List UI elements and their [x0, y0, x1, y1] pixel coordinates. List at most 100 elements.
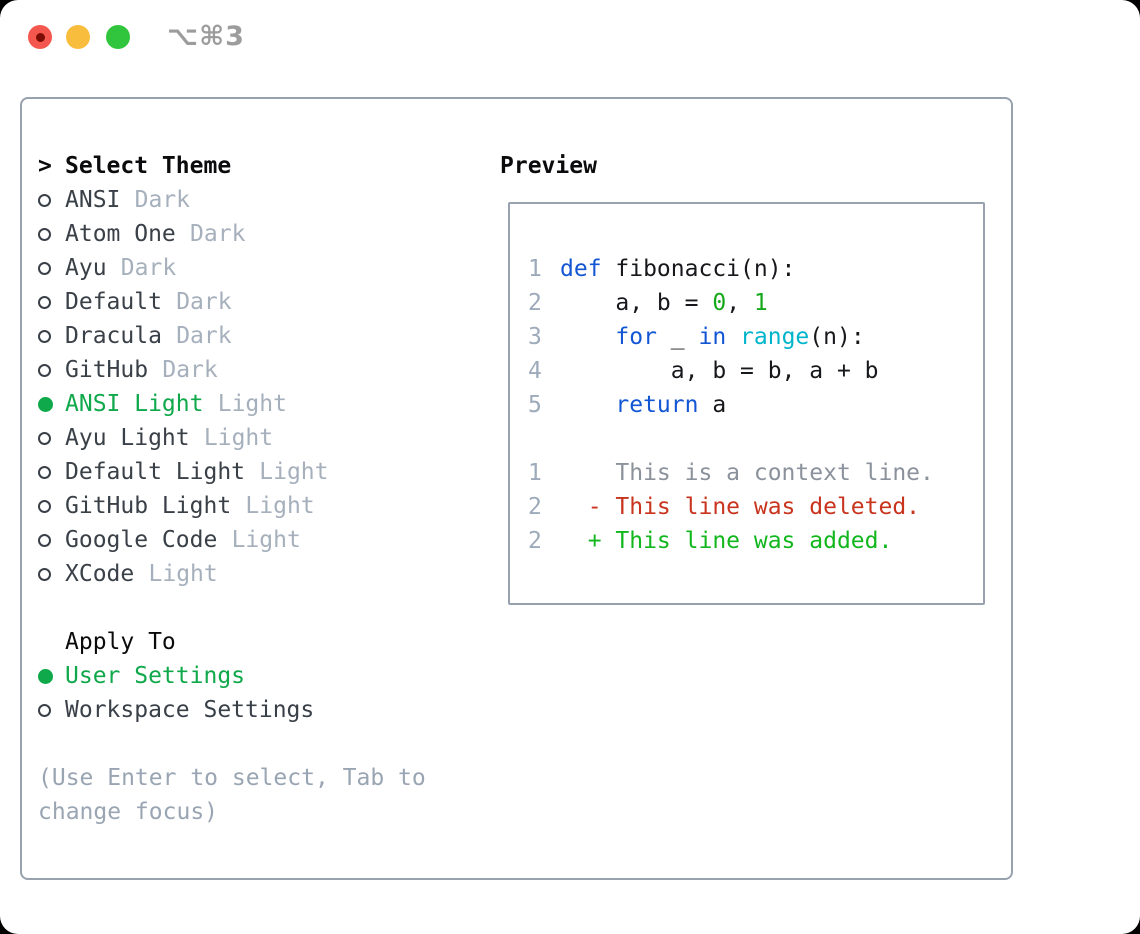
apply-to-title: Apply To	[65, 629, 176, 655]
theme-name: Atom One	[65, 221, 176, 247]
theme-option[interactable]: Google Code Light	[38, 523, 426, 557]
code-segment: a, b =	[560, 290, 713, 316]
theme-name: XCode	[65, 561, 135, 587]
theme-option[interactable]: Dracula Dark	[38, 319, 426, 353]
code-segment: in	[698, 324, 727, 350]
code-segment: _	[656, 324, 699, 350]
code-line: 1 This is a context line.	[528, 456, 983, 490]
code-segment: range	[740, 324, 810, 350]
line-number: 5	[528, 392, 542, 418]
hint-text: change focus)	[38, 799, 219, 825]
radio-icon	[38, 431, 65, 445]
line-number: 1	[528, 256, 542, 282]
apply-to-option[interactable]: User Settings	[38, 659, 426, 693]
theme-variant-tag: Dark	[134, 187, 191, 213]
theme-option[interactable]: GitHub Light Light	[38, 489, 426, 523]
list-title: Select Theme	[65, 153, 232, 179]
apply-to-header: Apply To	[38, 625, 426, 659]
window-shortcut-label: ⌥⌘3	[167, 21, 245, 52]
radio-icon	[38, 363, 65, 377]
line-number: 2	[528, 290, 542, 316]
line-number: 3	[528, 324, 542, 350]
theme-name: ANSI Light	[65, 391, 204, 417]
theme-variant-tag: Light	[245, 493, 315, 519]
code-segment: for	[615, 324, 657, 350]
apply-to-label: User Settings	[65, 663, 246, 689]
theme-variant-tag: Light	[231, 527, 301, 553]
theme-name: Default	[65, 289, 162, 315]
radio-icon	[38, 567, 65, 581]
radio-selected-icon	[38, 668, 65, 684]
radio-icon	[38, 295, 65, 309]
theme-name: Ayu Light	[65, 425, 190, 451]
preview-title: Preview	[500, 153, 597, 179]
theme-option[interactable]: Ayu Light Light	[38, 421, 426, 455]
theme-name: Ayu	[65, 255, 107, 281]
code-line: 3 for _ in range(n):	[528, 320, 983, 354]
close-dot-icon	[35, 32, 45, 42]
code-line: 2 - This line was deleted.	[528, 490, 983, 524]
theme-name: Dracula	[65, 323, 162, 349]
theme-option[interactable]: Ayu Dark	[38, 251, 426, 285]
theme-name: Default Light	[65, 459, 246, 485]
radio-icon	[38, 193, 65, 207]
theme-variant-tag: Light	[259, 459, 329, 485]
radio-icon	[38, 703, 65, 717]
zoom-button[interactable]	[106, 25, 130, 49]
radio-icon	[38, 329, 65, 343]
code-segment: fibonacci(n):	[601, 256, 796, 282]
minimize-button[interactable]	[66, 25, 90, 49]
code-segment: (n):	[809, 324, 865, 350]
theme-name: Google Code	[65, 527, 218, 553]
code-segment: 0	[712, 290, 727, 316]
list-header: > Select Theme	[38, 149, 426, 183]
code-segment: return	[615, 392, 699, 418]
theme-variant-tag: Dark	[176, 323, 232, 349]
line-number: 2	[528, 528, 542, 554]
theme-option[interactable]: Atom One Dark	[38, 217, 426, 251]
code-segment: def	[560, 256, 602, 282]
theme-option[interactable]: XCode Light	[38, 557, 426, 591]
radio-icon	[38, 227, 65, 241]
code-segment: ,	[726, 290, 754, 316]
theme-option[interactable]: ANSI Dark	[38, 183, 426, 217]
theme-name: GitHub Light	[65, 493, 232, 519]
theme-variant-tag: Dark	[120, 255, 177, 281]
code-segment	[560, 392, 615, 418]
apply-to-option[interactable]: Workspace Settings	[38, 693, 426, 727]
line-number: 1	[528, 460, 542, 486]
apply-to-label: Workspace Settings	[65, 697, 315, 723]
theme-variant-tag: Light	[203, 425, 274, 451]
code-segment	[726, 324, 740, 350]
code-segment: 1	[753, 290, 768, 316]
theme-variant-tag: Dark	[190, 221, 246, 247]
theme-option[interactable]: ANSI Light Light	[38, 387, 426, 421]
radio-icon	[38, 261, 65, 275]
theme-variant-tag: Light	[217, 391, 287, 417]
code-line: 4 a, b = b, a + b	[528, 354, 983, 388]
theme-option[interactable]: Default Light Light	[38, 455, 426, 489]
code-line: 5 return a	[528, 388, 983, 422]
spacer	[38, 727, 426, 761]
code-segment: + This line was added.	[560, 528, 893, 554]
line-number: 2	[528, 494, 542, 520]
spacer	[38, 591, 426, 625]
code-segment	[560, 324, 615, 350]
theme-variant-tag: Light	[148, 561, 218, 587]
selection-prompt-icon: >	[38, 153, 52, 179]
code-segment: - This line was deleted.	[560, 494, 921, 520]
radio-icon	[38, 533, 65, 547]
code-segment: a	[698, 392, 727, 418]
code-line: 2 a, b = 0, 1	[528, 286, 983, 320]
radio-icon	[38, 465, 65, 479]
hint-text: (Use Enter to select, Tab to	[38, 765, 426, 791]
theme-name: ANSI	[65, 187, 121, 213]
theme-variant-tag: Dark	[162, 357, 218, 383]
close-button[interactable]	[28, 25, 52, 49]
